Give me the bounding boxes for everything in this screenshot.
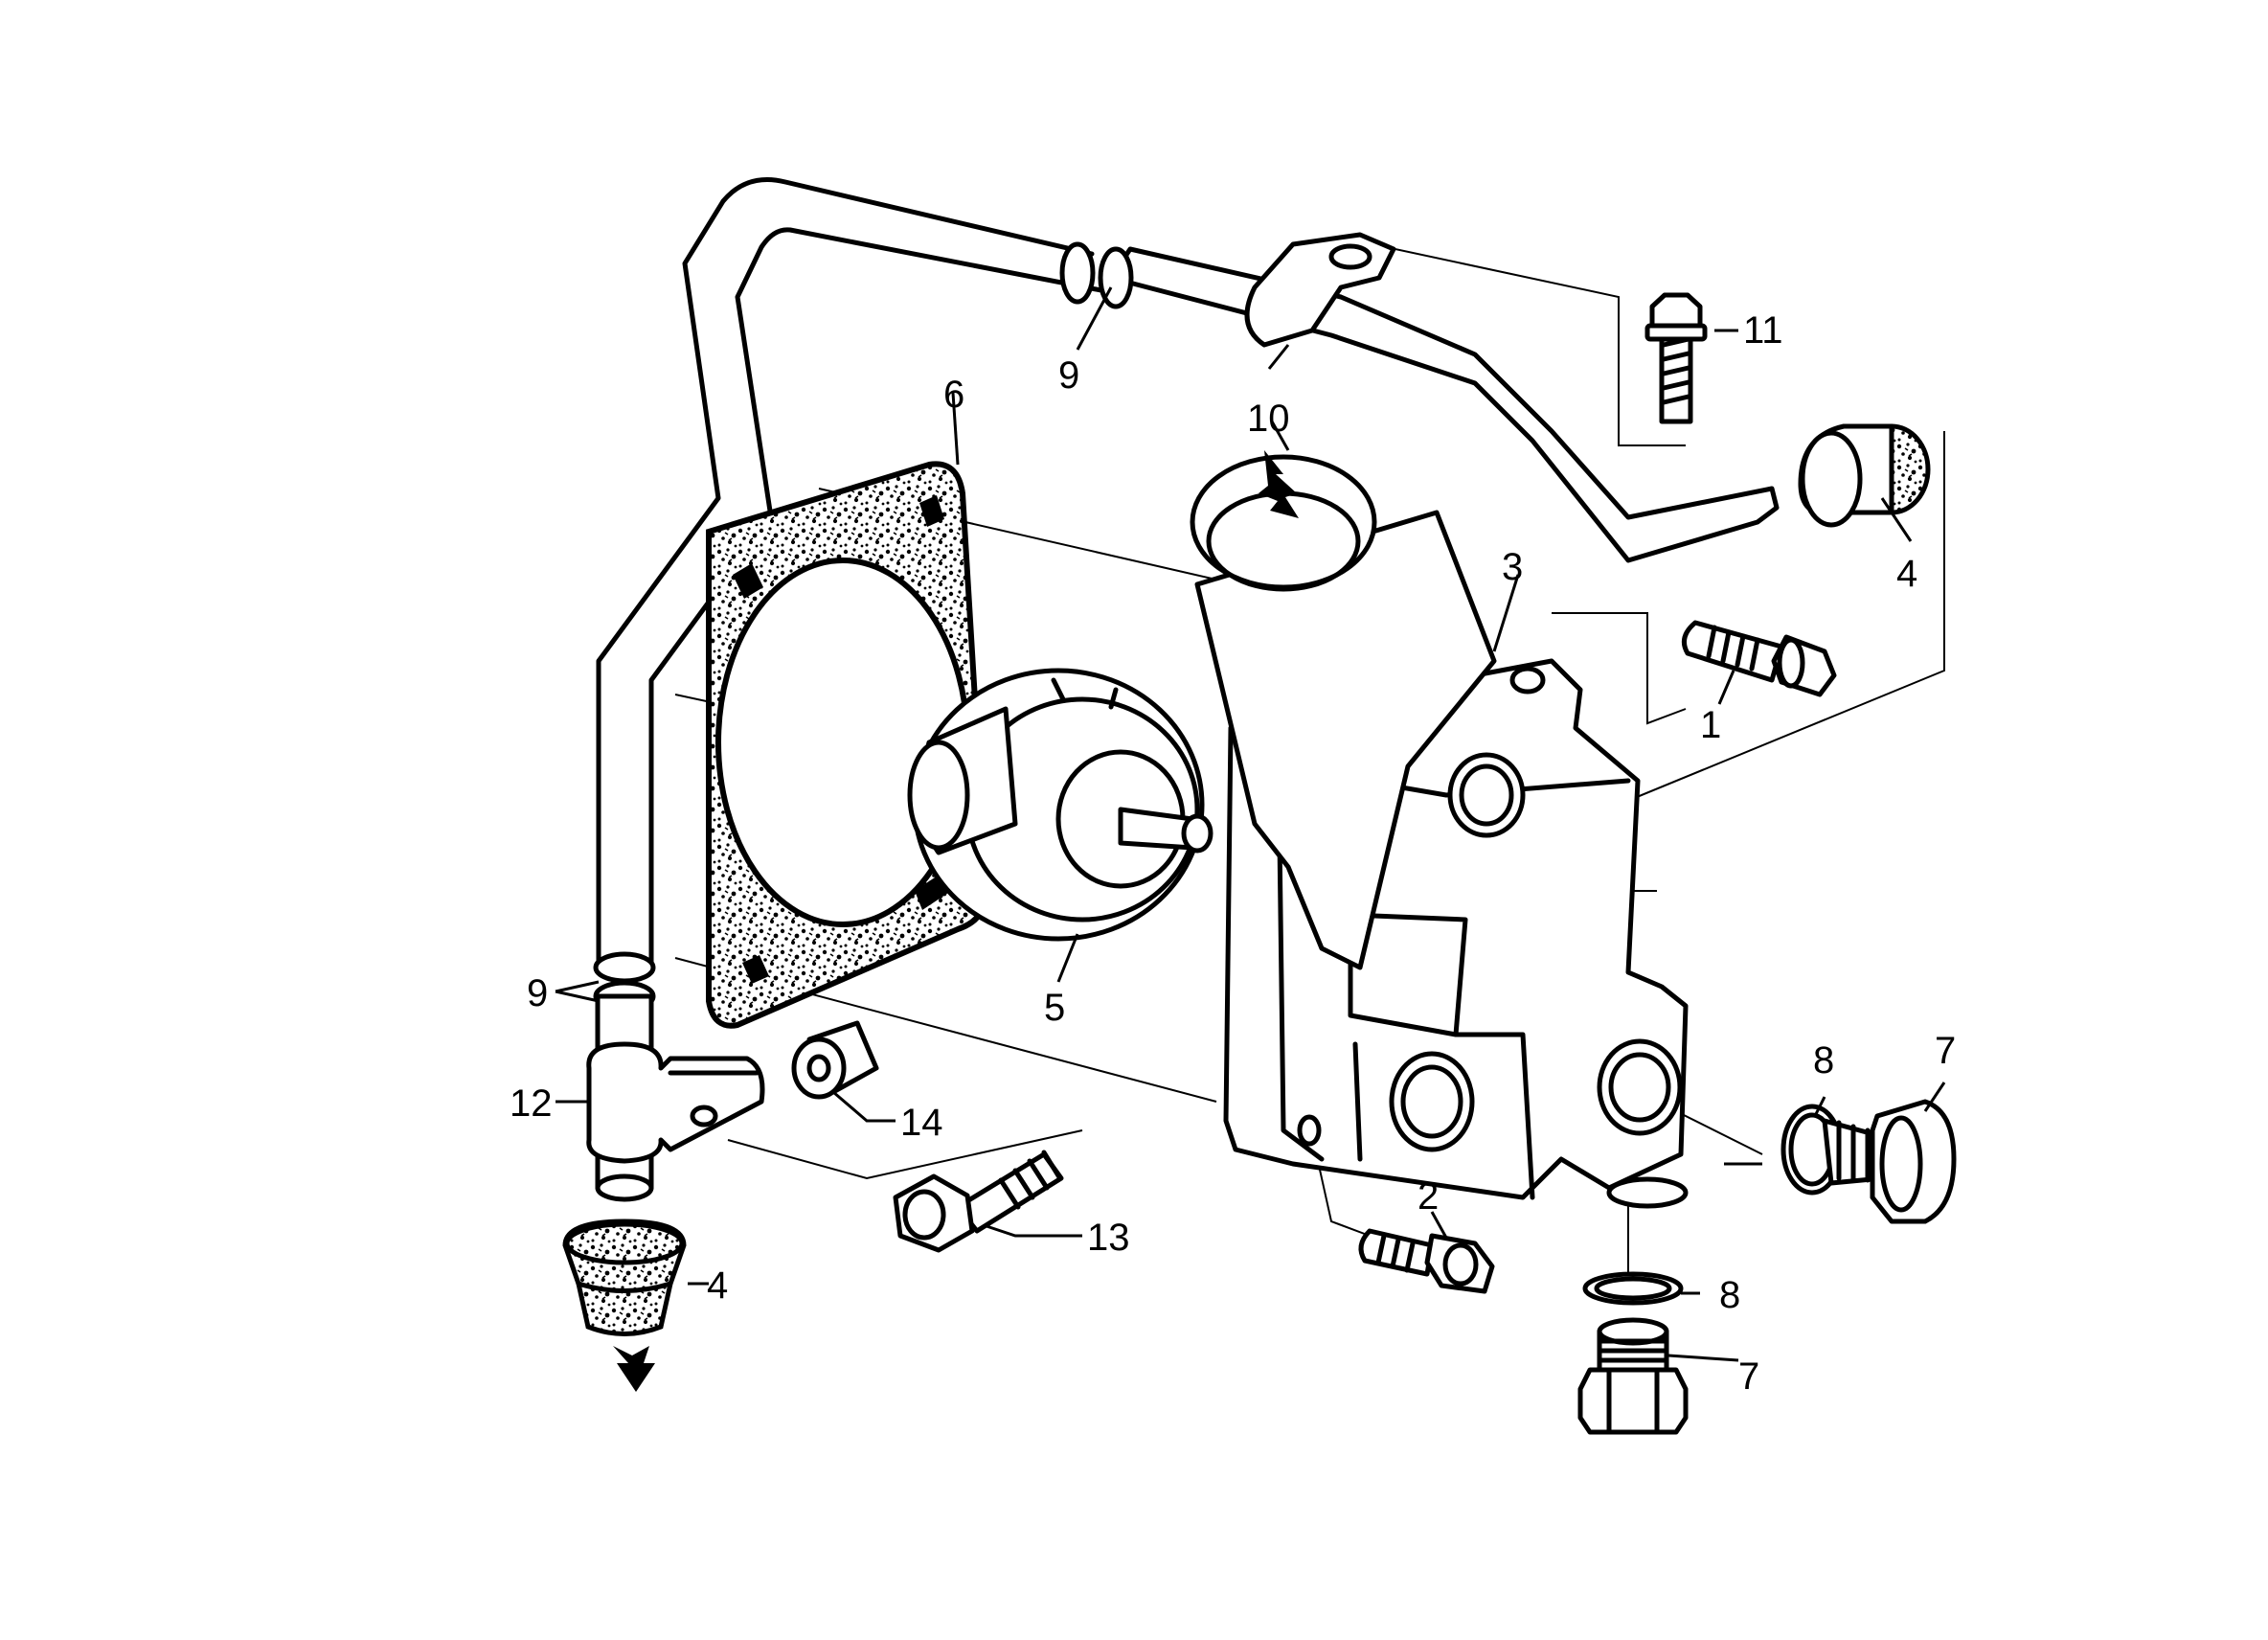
bolt-2 [1358, 1228, 1495, 1294]
hose-connector-upper [1798, 423, 1931, 528]
callout-9-upper: 9 [1058, 354, 1079, 397]
callout-4-upper: 4 [1896, 553, 1917, 595]
callout-6: 6 [943, 374, 964, 416]
spacer-14 [791, 1020, 879, 1100]
gasket [706, 461, 990, 1029]
bolt-13 [893, 1150, 1064, 1253]
callout-3: 3 [1502, 546, 1523, 588]
callout-8-right: 8 [1813, 1039, 1834, 1082]
callout-12: 12 [510, 1082, 553, 1125]
heater-pipe [593, 177, 1780, 1202]
callout-2: 2 [1418, 1175, 1439, 1218]
callout-13: 13 [1087, 1217, 1130, 1259]
drain-plug-right [1780, 1099, 1957, 1224]
callout-11: 11 [1743, 309, 1783, 352]
callout-5: 5 [1044, 987, 1065, 1029]
callout-9-lower: 9 [527, 972, 548, 1014]
callout-labels: 11 4 3 1 10 9 6 5 9 12 14 13 2 4 8 7 8 7 [510, 309, 1956, 1398]
pipe-clip-lower [586, 1041, 765, 1164]
callout-1: 1 [1700, 704, 1721, 746]
callout-7-lower: 7 [1738, 1355, 1759, 1398]
thermostat-housing [1190, 454, 1689, 1209]
callout-10: 10 [1247, 398, 1290, 440]
pipe-clip-upper [1244, 232, 1396, 348]
callout-14: 14 [900, 1102, 943, 1144]
leader-lines [555, 286, 1946, 1362]
thermostat [907, 668, 1213, 942]
bolt-11 [1644, 292, 1708, 424]
hose-connector-lower [562, 1219, 687, 1336]
flow-arrow-down-icon [613, 1346, 655, 1392]
callout-7-right: 7 [1935, 1030, 1956, 1072]
callout-4-lower: 4 [707, 1264, 728, 1307]
drain-plug-bottom [1577, 1271, 1689, 1435]
flow-arrow-up-icon [1259, 450, 1299, 518]
bolt-1 [1681, 620, 1837, 697]
callout-8-lower: 8 [1719, 1274, 1740, 1316]
